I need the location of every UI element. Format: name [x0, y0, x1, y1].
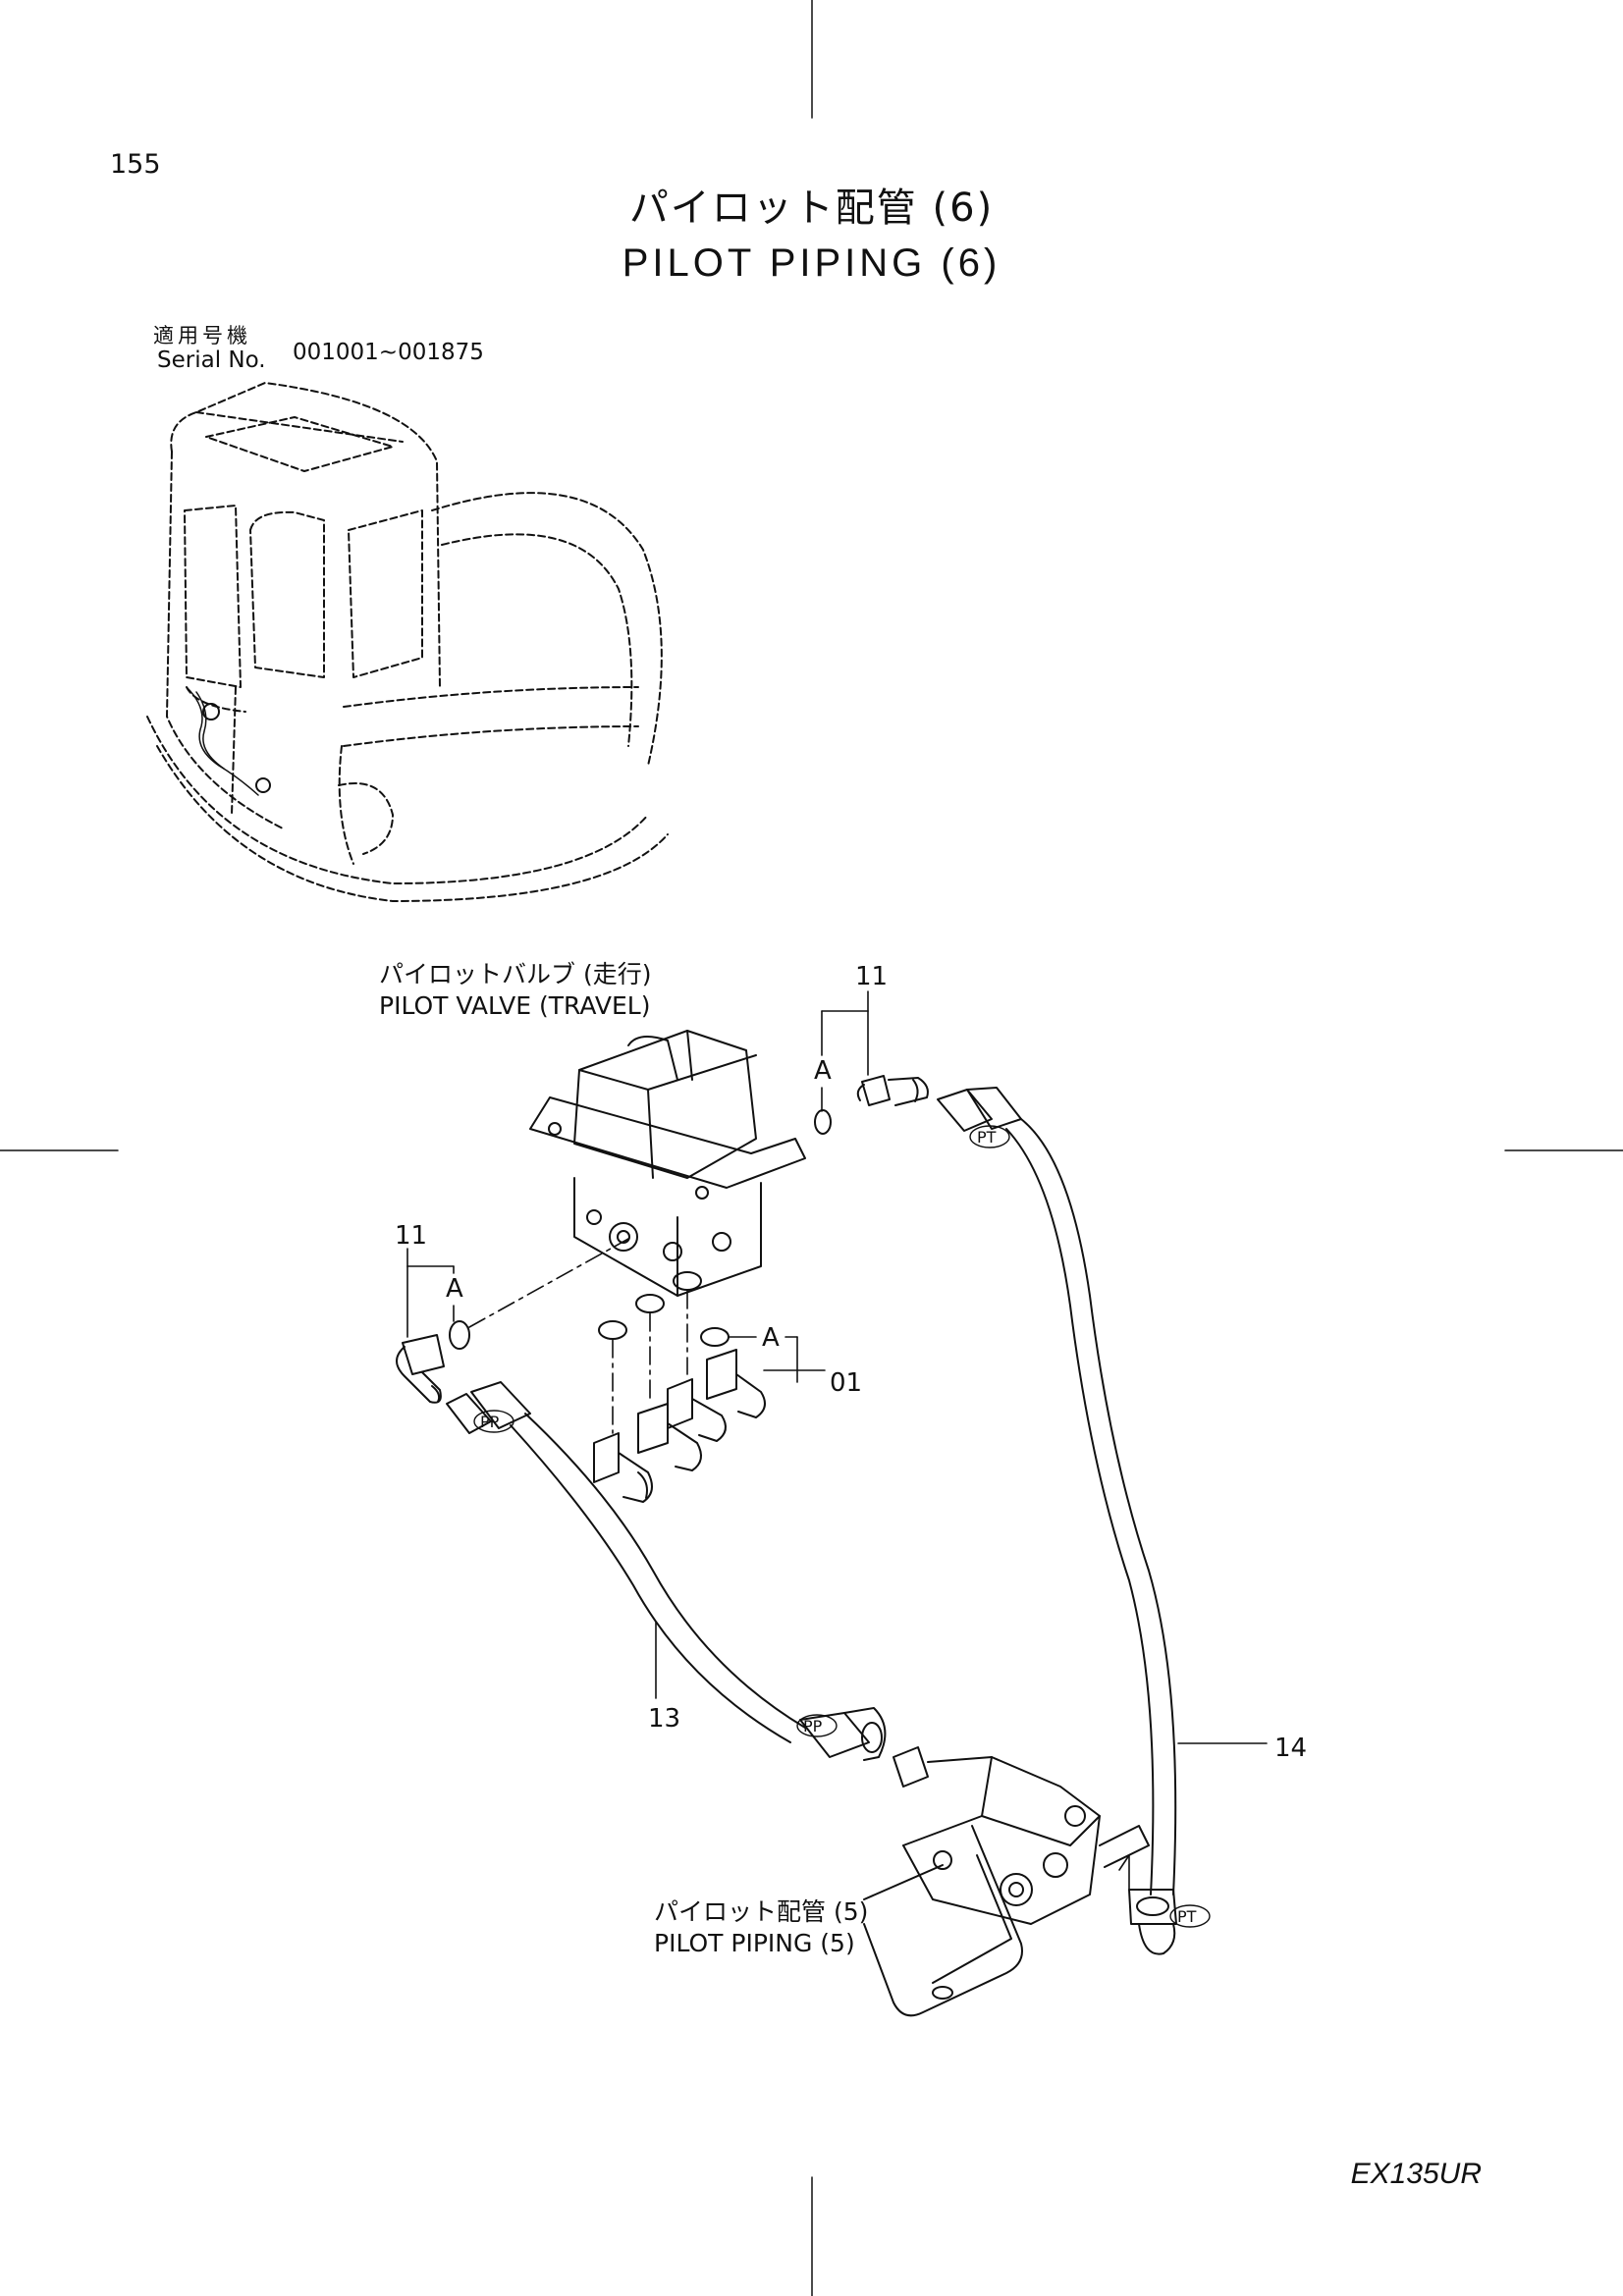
port-badges — [473, 1125, 1211, 1928]
serial-label-japanese: 適用号機 — [153, 324, 251, 347]
page-number: 155 — [110, 149, 161, 180]
pilot-piping5-label-english: PILOT PIPING (5) — [654, 1929, 855, 1957]
pilot-valve-label-english: PILOT VALVE (TRAVEL) — [379, 991, 651, 1020]
elbow-fitting-top — [814, 1075, 929, 1135]
model-name: EX135UR — [1350, 2158, 1482, 2190]
callout-11-left: 11 — [395, 1221, 428, 1251]
fittings-group — [593, 1271, 766, 1503]
hose-13 — [446, 1381, 887, 1761]
leader-lines — [406, 990, 1268, 1891]
callout-a-left: A — [446, 1274, 463, 1304]
callout-a-top: A — [814, 1056, 832, 1086]
hose-14 — [937, 1087, 1177, 1955]
serial-range: 001001~001875 — [293, 340, 484, 365]
title-japanese: パイロット配管 (6) — [628, 186, 995, 231]
pilot-piping5-label-japanese: パイロット配管 (5) — [654, 1897, 869, 1926]
machine-overview — [146, 382, 669, 902]
callout-14: 14 — [1274, 1734, 1308, 1763]
shutoff-valve — [863, 1746, 1150, 2017]
title-english: PILOT PIPING (6) — [622, 241, 1001, 285]
serial-label-english: Serial No. — [157, 347, 266, 373]
pilot-valve — [529, 1030, 806, 1297]
callout-11-top: 11 — [855, 962, 889, 991]
callout-13: 13 — [648, 1704, 681, 1734]
pilot-valve-label-japanese: パイロットバルブ (走行) — [379, 960, 652, 988]
port-label-pp-bottom: PP — [803, 1717, 823, 1735]
port-label-pp-left: PP — [480, 1413, 500, 1431]
port-label-pt-bottom: PT — [1177, 1907, 1197, 1926]
elbow-fitting-left — [396, 1320, 470, 1404]
callout-01: 01 — [830, 1368, 863, 1398]
callout-a-fittings: A — [762, 1323, 780, 1353]
port-label-pt-top: PT — [977, 1128, 997, 1147]
